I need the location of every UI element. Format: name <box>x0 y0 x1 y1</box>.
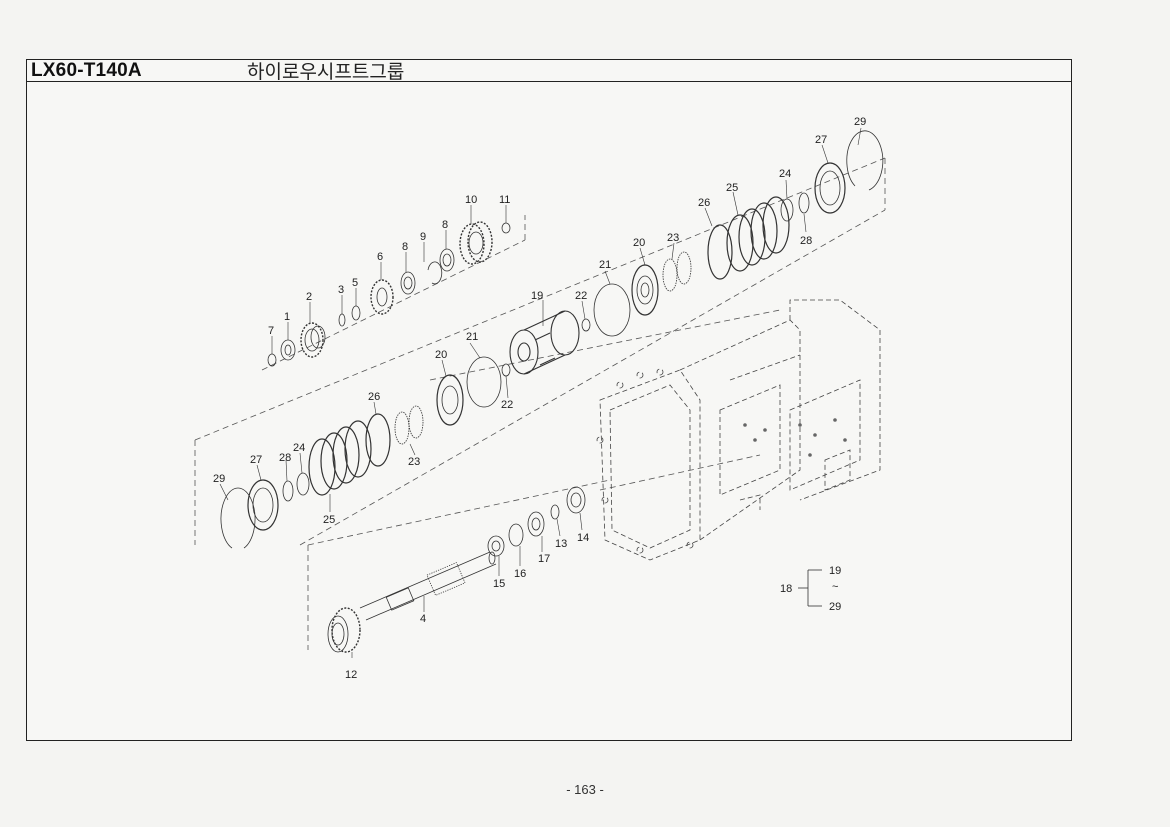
page-number: - 163 - <box>566 782 604 797</box>
callout: 21 <box>466 331 478 343</box>
callout: 16 <box>514 568 526 580</box>
callout: 24 <box>293 442 305 454</box>
callout: 6 <box>377 251 383 263</box>
callout: 10 <box>465 194 477 206</box>
callout: 29 <box>854 116 866 128</box>
part-16-ring <box>508 523 524 547</box>
callout: 26 <box>368 391 380 403</box>
callout: 25 <box>726 182 738 194</box>
part-1-bearing <box>280 339 296 361</box>
callout: 27 <box>815 134 827 146</box>
part-20-piston-lower <box>436 374 464 426</box>
part-26-disc-lower <box>365 413 391 467</box>
callout: 22 <box>501 399 513 411</box>
callout: 1 <box>284 311 290 323</box>
callout: 28 <box>279 452 291 464</box>
callout: 21 <box>599 259 611 271</box>
part-5-washer <box>351 305 361 321</box>
part-14-bearing <box>566 486 586 514</box>
callout-labels: 7 1 2 3 5 6 8 9 8 10 11 19 21 22 20 23 2… <box>213 116 866 681</box>
part-26-disc <box>707 224 733 280</box>
callout: 2 <box>306 291 312 303</box>
part-23-spring-lower <box>394 411 410 445</box>
part-28-ring-lower <box>282 480 294 502</box>
callout: 7 <box>268 325 274 337</box>
part-25-discs-lower <box>308 438 336 496</box>
part-22-oring <box>581 318 591 332</box>
part-15-bearing <box>487 535 505 557</box>
part-29-snap-ring-lower <box>220 487 256 549</box>
callout: 3 <box>338 284 344 296</box>
legend-range-start: 19 <box>829 565 841 577</box>
group-title: 하이로우시프트그룹 <box>247 61 405 83</box>
part-21-seal <box>593 283 631 337</box>
part-12-gear <box>327 607 361 653</box>
part-22-oring-lower <box>501 363 511 377</box>
part-20-piston <box>631 264 659 316</box>
callout: 9 <box>420 231 426 243</box>
part-3-washer <box>338 313 346 327</box>
part-8-bearing-a <box>400 271 416 295</box>
callout: 4 <box>420 613 426 625</box>
part-17-bearing <box>527 511 545 537</box>
part-7-ring <box>267 353 277 367</box>
callout: 29 <box>213 473 225 485</box>
callout: 24 <box>779 168 791 180</box>
callout: 19 <box>531 290 543 302</box>
part-19-clutch-drum <box>509 310 580 375</box>
part-8-bearing-b <box>439 248 455 272</box>
callout: 22 <box>575 290 587 302</box>
callout: 14 <box>577 532 589 544</box>
lower-clutch-pack <box>220 356 511 549</box>
part-2-gear <box>300 322 324 358</box>
legend-range-sep: ~ <box>832 581 838 593</box>
leader-lines <box>219 127 862 658</box>
assembly-legend-bracket <box>798 569 822 607</box>
header-bar: LX60-T140A 하이로우시프트그룹 <box>27 60 1071 83</box>
callout: 20 <box>435 349 447 361</box>
part-27-plate <box>814 162 846 214</box>
part-10-gear <box>459 223 485 265</box>
part-6-gear <box>370 279 394 315</box>
part-21-seal-lower <box>466 356 502 408</box>
lower-shaft-bearings <box>487 486 586 557</box>
callout: 11 <box>499 194 510 206</box>
callout: 5 <box>352 277 358 289</box>
part-9-snap-ring <box>427 261 443 285</box>
part-4-shaft <box>359 551 497 621</box>
transmission-housing <box>596 299 881 561</box>
part-13-washer <box>550 504 560 520</box>
legend-parent: 18 <box>780 583 792 595</box>
callout: 20 <box>633 237 645 249</box>
part-11-ring <box>501 222 511 234</box>
assembly-dashed-lines <box>194 157 886 650</box>
part-28-ring <box>798 192 810 214</box>
part-24-ring-lower <box>296 472 310 496</box>
callout: 17 <box>538 553 550 565</box>
model-code: LX60-T140A <box>31 60 142 81</box>
legend-range-end: 29 <box>829 601 841 613</box>
part-25-discs <box>726 214 754 272</box>
upper-shaft-parts <box>267 221 511 367</box>
callout: 12 <box>345 669 357 681</box>
callout: 27 <box>250 454 262 466</box>
callout: 23 <box>408 456 420 468</box>
part-29-snap-ring <box>846 130 884 191</box>
housing-bolt-holes <box>743 418 847 457</box>
part-27-plate-lower <box>247 479 279 531</box>
part-23-spring <box>662 258 678 292</box>
callout: 8 <box>442 219 448 231</box>
callout: 15 <box>493 578 505 590</box>
callout: 13 <box>555 538 567 550</box>
callout: 23 <box>667 232 679 244</box>
callout: 8 <box>402 241 408 253</box>
page-frame: LX60-T140A 하이로우시프트그룹 <box>26 59 1072 741</box>
upper-clutch-pack <box>581 130 884 337</box>
callout: 26 <box>698 197 710 209</box>
callout: 25 <box>323 514 335 526</box>
callout: 28 <box>800 235 812 247</box>
